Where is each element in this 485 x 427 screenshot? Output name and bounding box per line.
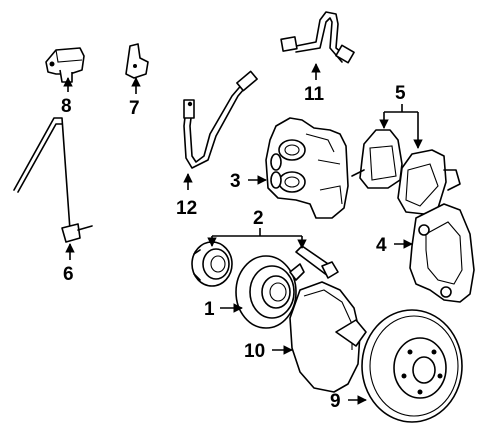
caliper-part-3[interactable] (265, 117, 349, 219)
callout-label-10: 10 (244, 341, 265, 362)
caliper-bracket-part-4[interactable] (409, 203, 475, 303)
callout-3: 3 (230, 171, 267, 192)
rotor-part-9[interactable] (361, 309, 463, 423)
callout-label-4: 4 (376, 235, 387, 256)
callout-6: 6 (63, 243, 75, 285)
callout-label-5: 5 (395, 83, 406, 104)
callout-7: 7 (129, 77, 141, 119)
brake-pads-part-5[interactable] (351, 129, 461, 215)
sensor-wire-part-6[interactable] (13, 117, 93, 243)
callout-10: 10 (244, 341, 293, 362)
callout-label-8: 8 (61, 96, 72, 117)
brake-hose-part-12[interactable] (183, 70, 258, 169)
callout-8: 8 (61, 77, 73, 117)
callout-label-3: 3 (230, 171, 241, 192)
callout-label-2: 2 (253, 208, 264, 229)
callout-label-11: 11 (304, 84, 325, 105)
callout-12: 12 (176, 173, 197, 219)
callout-label-9: 9 (330, 391, 341, 412)
callout-label-1: 1 (204, 299, 215, 320)
callout-9: 9 (330, 391, 367, 412)
callout-2: 2 (207, 208, 307, 249)
callout-label-12: 12 (176, 198, 197, 219)
callout-label-6: 6 (63, 264, 74, 285)
callout-1: 1 (204, 299, 243, 320)
brake-line-part-11[interactable] (280, 11, 355, 64)
callout-5: 5 (379, 83, 423, 149)
callout-label-7: 7 (129, 98, 140, 119)
splash-shield-part-10[interactable] (289, 281, 367, 393)
callout-4: 4 (376, 235, 413, 256)
callout-11: 11 (304, 63, 325, 105)
hub-part-1[interactable] (235, 255, 305, 329)
bracket-part-8[interactable] (45, 47, 85, 83)
clip-part-7[interactable] (125, 43, 149, 79)
bearing-stud-part-2[interactable] (191, 241, 339, 287)
